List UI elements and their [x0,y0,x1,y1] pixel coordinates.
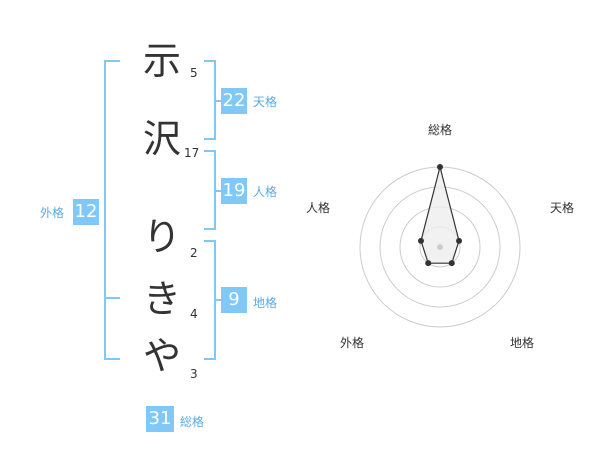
jinkaku-value-badge: 19 [221,178,247,204]
gaikaku-label: 外格 [40,206,65,220]
radar-center-dot [437,244,443,250]
stroke-count-5: 3 [190,367,198,381]
radar-axis-label-chikaku: 地格 [510,336,535,350]
radar-point-1 [437,164,443,170]
name-char-2: 沢 [142,117,181,161]
tenkaku-connector [214,100,221,102]
radar-axis-label-soukaku: 総格 [428,123,453,137]
gaikaku-bracket-divider [104,297,120,299]
gaikaku-value-badge: 12 [73,199,99,225]
radar-axis-label-gaikaku: 外格 [340,336,365,350]
name-char-5: や [142,334,181,378]
radar-point-3 [448,260,455,267]
chikaku-value-badge: 9 [221,287,247,313]
fortune-radar-chart [359,164,521,328]
radar-axis-label-jinkaku: 人格 [306,201,331,215]
radar-axis-label-tenkaku: 天格 [550,201,575,215]
radar-polygon [420,166,460,264]
radar-point-5 [417,237,424,244]
gaikaku-bracket [104,60,120,360]
name-char-1: 示 [142,39,181,83]
name-char-3: り [142,215,181,259]
chikaku-connector [214,299,221,301]
tenkaku-label: 天格 [253,95,278,109]
soukaku-label: 総格 [180,415,205,429]
stroke-count-1: 5 [190,66,198,80]
jinkaku-connector [214,190,221,192]
stroke-count-2: 17 [184,146,200,160]
radar-point-4 [425,260,432,267]
radar-point-2 [456,237,463,244]
name-char-4: き [142,277,181,321]
chikaku-label: 地格 [253,296,278,310]
stroke-count-4: 4 [190,307,198,321]
soukaku-value-badge: 31 [146,406,174,432]
stroke-count-3: 2 [190,246,198,260]
jinkaku-label: 人格 [253,185,278,199]
tenkaku-value-badge: 22 [221,88,247,114]
